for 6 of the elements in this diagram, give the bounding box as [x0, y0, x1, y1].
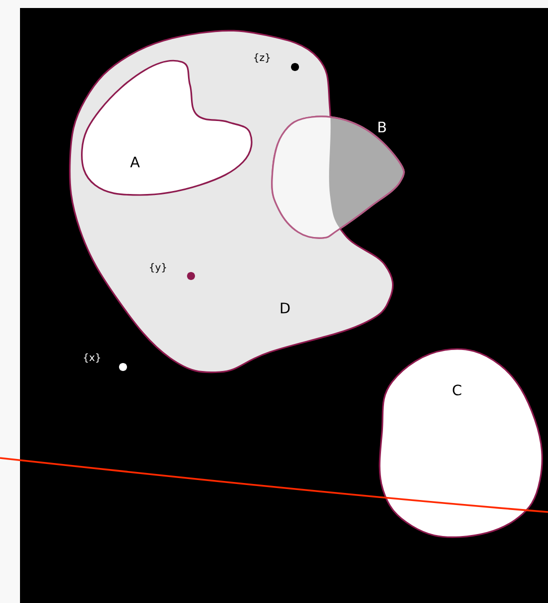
set-region: B	[271, 116, 405, 239]
set-region: C	[378, 348, 543, 538]
set-region: A	[81, 60, 252, 196]
point-label: {y}	[150, 263, 166, 273]
point-label: {x}	[84, 353, 100, 363]
point-label: {z}	[254, 53, 270, 63]
